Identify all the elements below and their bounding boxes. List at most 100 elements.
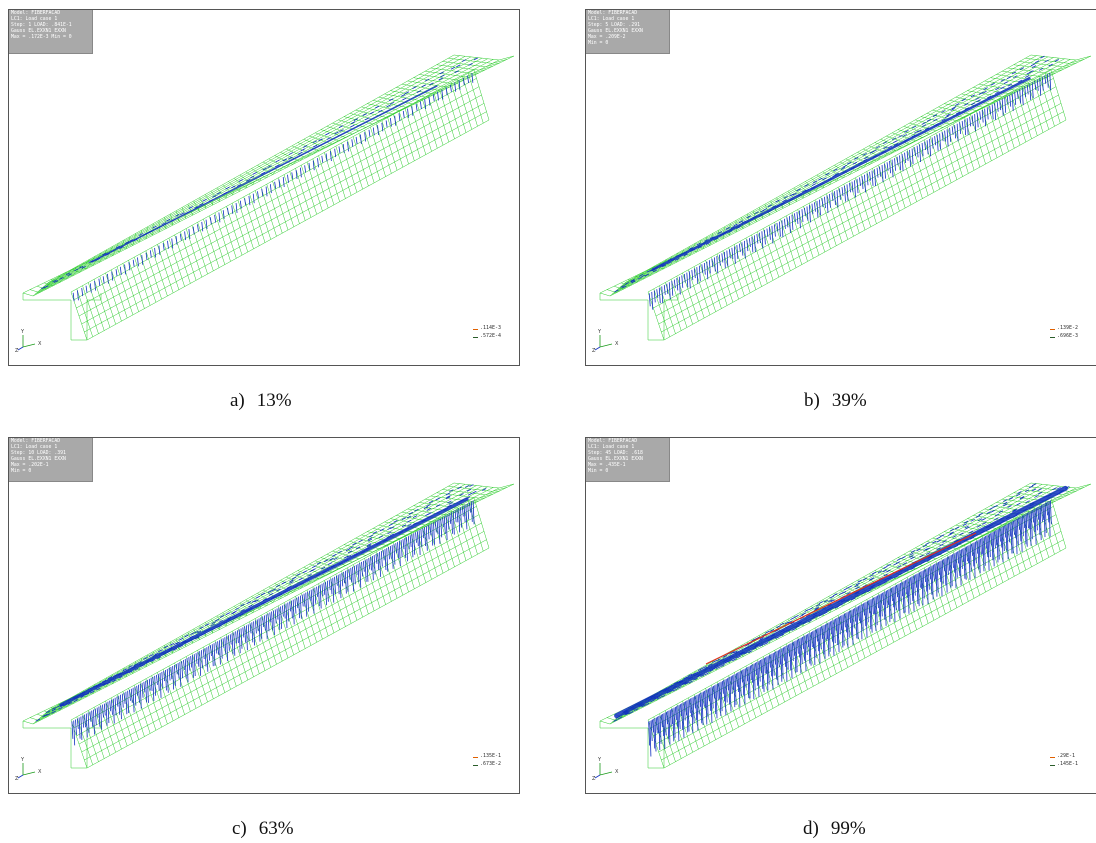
legend-value: .696E-3: [1057, 333, 1079, 339]
caption-percent: 13%: [256, 390, 292, 411]
legend-entry: .673E-2: [473, 761, 513, 769]
info-line: LC1: Load case 1: [11, 16, 58, 22]
axis-triad-icon: Y X Z: [592, 757, 619, 781]
legend-entry: .139E-2: [1050, 325, 1090, 333]
axis-label-x: X: [38, 769, 42, 775]
axis-triad-icon: Y X Z: [15, 329, 42, 353]
legend-value: .114E-3: [480, 325, 502, 331]
crack-band-high: [705, 532, 977, 665]
caption-letter: a): [230, 390, 245, 411]
legend-entry: .114E-3: [473, 325, 513, 333]
crack-band: [651, 77, 1031, 271]
axis-label-y: Y: [597, 757, 602, 763]
legend-value: .673E-2: [480, 761, 502, 767]
crack-band: [90, 85, 438, 263]
beam-mesh-diagram: [599, 54, 1092, 341]
info-line: LC1: Load case 1: [588, 16, 635, 22]
axis-label-y: Y: [597, 329, 602, 335]
axis-label-x: X: [615, 341, 619, 347]
axis-label-y: Y: [20, 329, 25, 335]
info-line: Step: 1 LOAD: .841E-1: [11, 22, 72, 28]
legend-entry: .29E-1: [1050, 753, 1090, 761]
info-line: Min = 0: [588, 468, 609, 474]
legend: .114E-3 .572E-4: [473, 325, 513, 341]
legend-swatch: [473, 329, 478, 330]
beam-mesh-diagram: [599, 482, 1092, 769]
legend-swatch: [1050, 337, 1055, 338]
legend-swatch: [473, 757, 478, 758]
legend-swatch: [473, 337, 478, 338]
info-line: Model: FIBERFACAD: [588, 439, 638, 444]
legend-entry: .572E-4: [473, 333, 513, 341]
legend-value: .145E-1: [1057, 761, 1079, 767]
info-line: LC1: Load case 1: [588, 444, 635, 450]
legend: .135E-1 .673E-2: [473, 753, 513, 769]
legend-swatch: [1050, 765, 1055, 766]
caption-a: a) 13%: [230, 390, 292, 412]
axis-label-z: Z: [15, 348, 19, 353]
beam-mesh-diagram: [22, 54, 515, 341]
legend-value: .29E-1: [1057, 753, 1076, 759]
crack-band: [614, 485, 1068, 719]
axis-label-z: Z: [592, 776, 596, 781]
legend-entry: .696E-3: [1050, 333, 1090, 341]
caption-letter: d): [803, 818, 819, 839]
axis-triad-icon: Y X Z: [592, 329, 619, 353]
legend-swatch: [1050, 329, 1055, 330]
info-line: Min = 0: [11, 468, 32, 474]
crack-pattern: [614, 55, 1059, 310]
info-line: Max = .435E-1: [588, 462, 626, 468]
legend-entry: .135E-1: [473, 753, 513, 761]
caption-d: d) 99%: [803, 818, 866, 840]
mesh-lines: [22, 54, 515, 341]
legend-value: .135E-1: [480, 753, 502, 759]
info-line: Step: 45 LOAD: .618: [588, 450, 643, 456]
info-line: Max = .202E-1: [11, 462, 49, 468]
legend-value: .572E-4: [480, 333, 502, 339]
info-line: Model: FIBERFACAD: [588, 11, 638, 16]
axis-triad-icon: Y X Z: [15, 757, 42, 781]
info-line: Gauss EL.EXXN1 EXXN: [588, 456, 643, 462]
axis-label-x: X: [615, 769, 619, 775]
caption-letter: c): [232, 818, 247, 839]
info-line: Step: 5 LOAD: .291: [588, 22, 640, 28]
crack-band: [59, 497, 469, 707]
legend-swatch: [473, 765, 478, 766]
info-line: Max = .172E-3 Min = 0: [11, 34, 72, 40]
info-line: Gauss EL.EXXN1 EXXN: [588, 28, 643, 34]
caption-c: c) 63%: [232, 818, 294, 840]
beam-mesh-diagram: [22, 482, 515, 769]
axis-label-z: Z: [592, 348, 596, 353]
legend-entry: .145E-1: [1050, 761, 1090, 769]
legend: .29E-1 .145E-1: [1050, 753, 1090, 769]
legend-swatch: [1050, 757, 1055, 758]
legend: .139E-2 .696E-3: [1050, 325, 1090, 341]
caption-percent: 99%: [830, 818, 866, 839]
info-line: Step: 10 LOAD: .391: [11, 450, 66, 456]
info-line: Gauss EL.EXXN1 EXXN: [11, 28, 66, 34]
crack-pattern: [35, 484, 487, 746]
caption-percent: 63%: [258, 818, 294, 839]
caption-b: b) 39%: [804, 390, 867, 412]
info-line: Gauss EL.EXXN1 EXXN: [11, 456, 66, 462]
info-line: Max = .209E-2: [588, 34, 626, 40]
axis-label-z: Z: [15, 776, 19, 781]
axis-label-y: Y: [20, 757, 25, 763]
info-line: LC1: Load case 1: [11, 444, 58, 450]
info-line: Min = 0: [588, 40, 609, 46]
caption-percent: 39%: [831, 390, 867, 411]
legend-value: .139E-2: [1057, 325, 1079, 331]
crack-pattern: [41, 57, 479, 302]
axis-label-x: X: [38, 341, 42, 347]
caption-letter: b): [804, 390, 820, 411]
info-line: Model: FIBERFACAD: [11, 439, 61, 444]
info-line: Model: FIBERFACAD: [11, 11, 61, 16]
